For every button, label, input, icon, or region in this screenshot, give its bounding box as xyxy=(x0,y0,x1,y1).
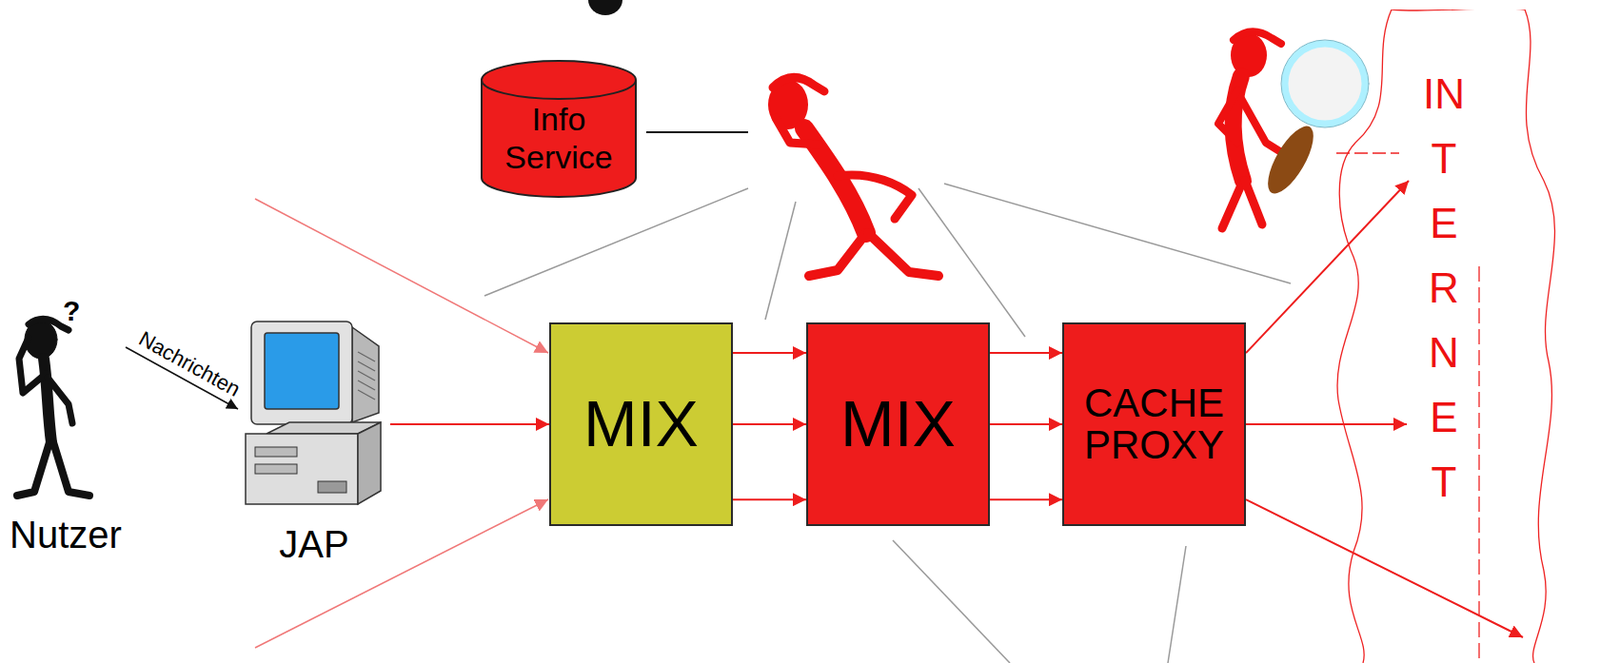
flow-arrow xyxy=(1245,180,1409,354)
spy-arm xyxy=(837,175,912,219)
link-line xyxy=(646,131,749,134)
flow-arrow xyxy=(989,352,1063,355)
process-box: MIX xyxy=(806,322,990,527)
flow-arrow xyxy=(732,423,807,426)
process-box: MIX xyxy=(549,322,733,527)
watch-line xyxy=(484,188,749,297)
user-line xyxy=(255,499,549,649)
database-node: Info Service xyxy=(479,59,638,199)
watch-line xyxy=(1167,546,1186,663)
flow-arrow xyxy=(989,423,1063,426)
detective-leg xyxy=(1222,180,1244,229)
spy-figure xyxy=(768,77,939,277)
flow-arrow xyxy=(732,498,807,501)
watch-line xyxy=(918,188,1026,337)
node-label: Info Service xyxy=(487,100,631,176)
detective-arm xyxy=(1239,95,1282,153)
flow-arrow xyxy=(732,352,807,355)
detective-leg xyxy=(1244,180,1263,225)
watch-line xyxy=(892,540,1010,663)
node-label: MIX xyxy=(583,390,699,458)
spy-leg xyxy=(809,233,867,277)
detective-arm xyxy=(1218,90,1238,143)
cut-figure xyxy=(588,0,623,16)
spy-cap xyxy=(772,77,825,92)
detective-figure xyxy=(1218,31,1369,229)
network-region: INTERNET xyxy=(1327,9,1600,663)
magnifier-glass xyxy=(1284,43,1365,124)
vertical-label: INTERNET xyxy=(1422,61,1465,515)
process-box: CACHE PROXY xyxy=(1062,322,1246,527)
magnifier-handle xyxy=(1259,119,1323,200)
watch-line xyxy=(765,201,796,320)
other-user-lines xyxy=(255,198,549,649)
user-node: Nutzer xyxy=(5,309,126,557)
client-node: JAP xyxy=(237,314,391,567)
computer-icon xyxy=(237,314,391,519)
user-figure xyxy=(5,309,126,510)
node-label: CACHE PROXY xyxy=(1069,382,1239,467)
arrow-label: Nachrichten xyxy=(134,327,244,403)
detective-cap xyxy=(1233,31,1282,44)
node-label: Nutzer xyxy=(9,513,122,557)
flow-arrow xyxy=(989,498,1063,501)
magnifier-rim xyxy=(1281,39,1369,128)
spy-leg xyxy=(868,233,939,277)
spy-arm xyxy=(775,118,819,145)
node-label: JAP xyxy=(278,522,349,567)
flow-arrow xyxy=(1245,499,1523,638)
node-label: MIX xyxy=(840,390,956,458)
flow-arrow xyxy=(1245,423,1407,426)
question-mark: ? xyxy=(62,295,80,328)
watch-lines xyxy=(484,183,1291,663)
flow-arrow xyxy=(390,423,550,426)
